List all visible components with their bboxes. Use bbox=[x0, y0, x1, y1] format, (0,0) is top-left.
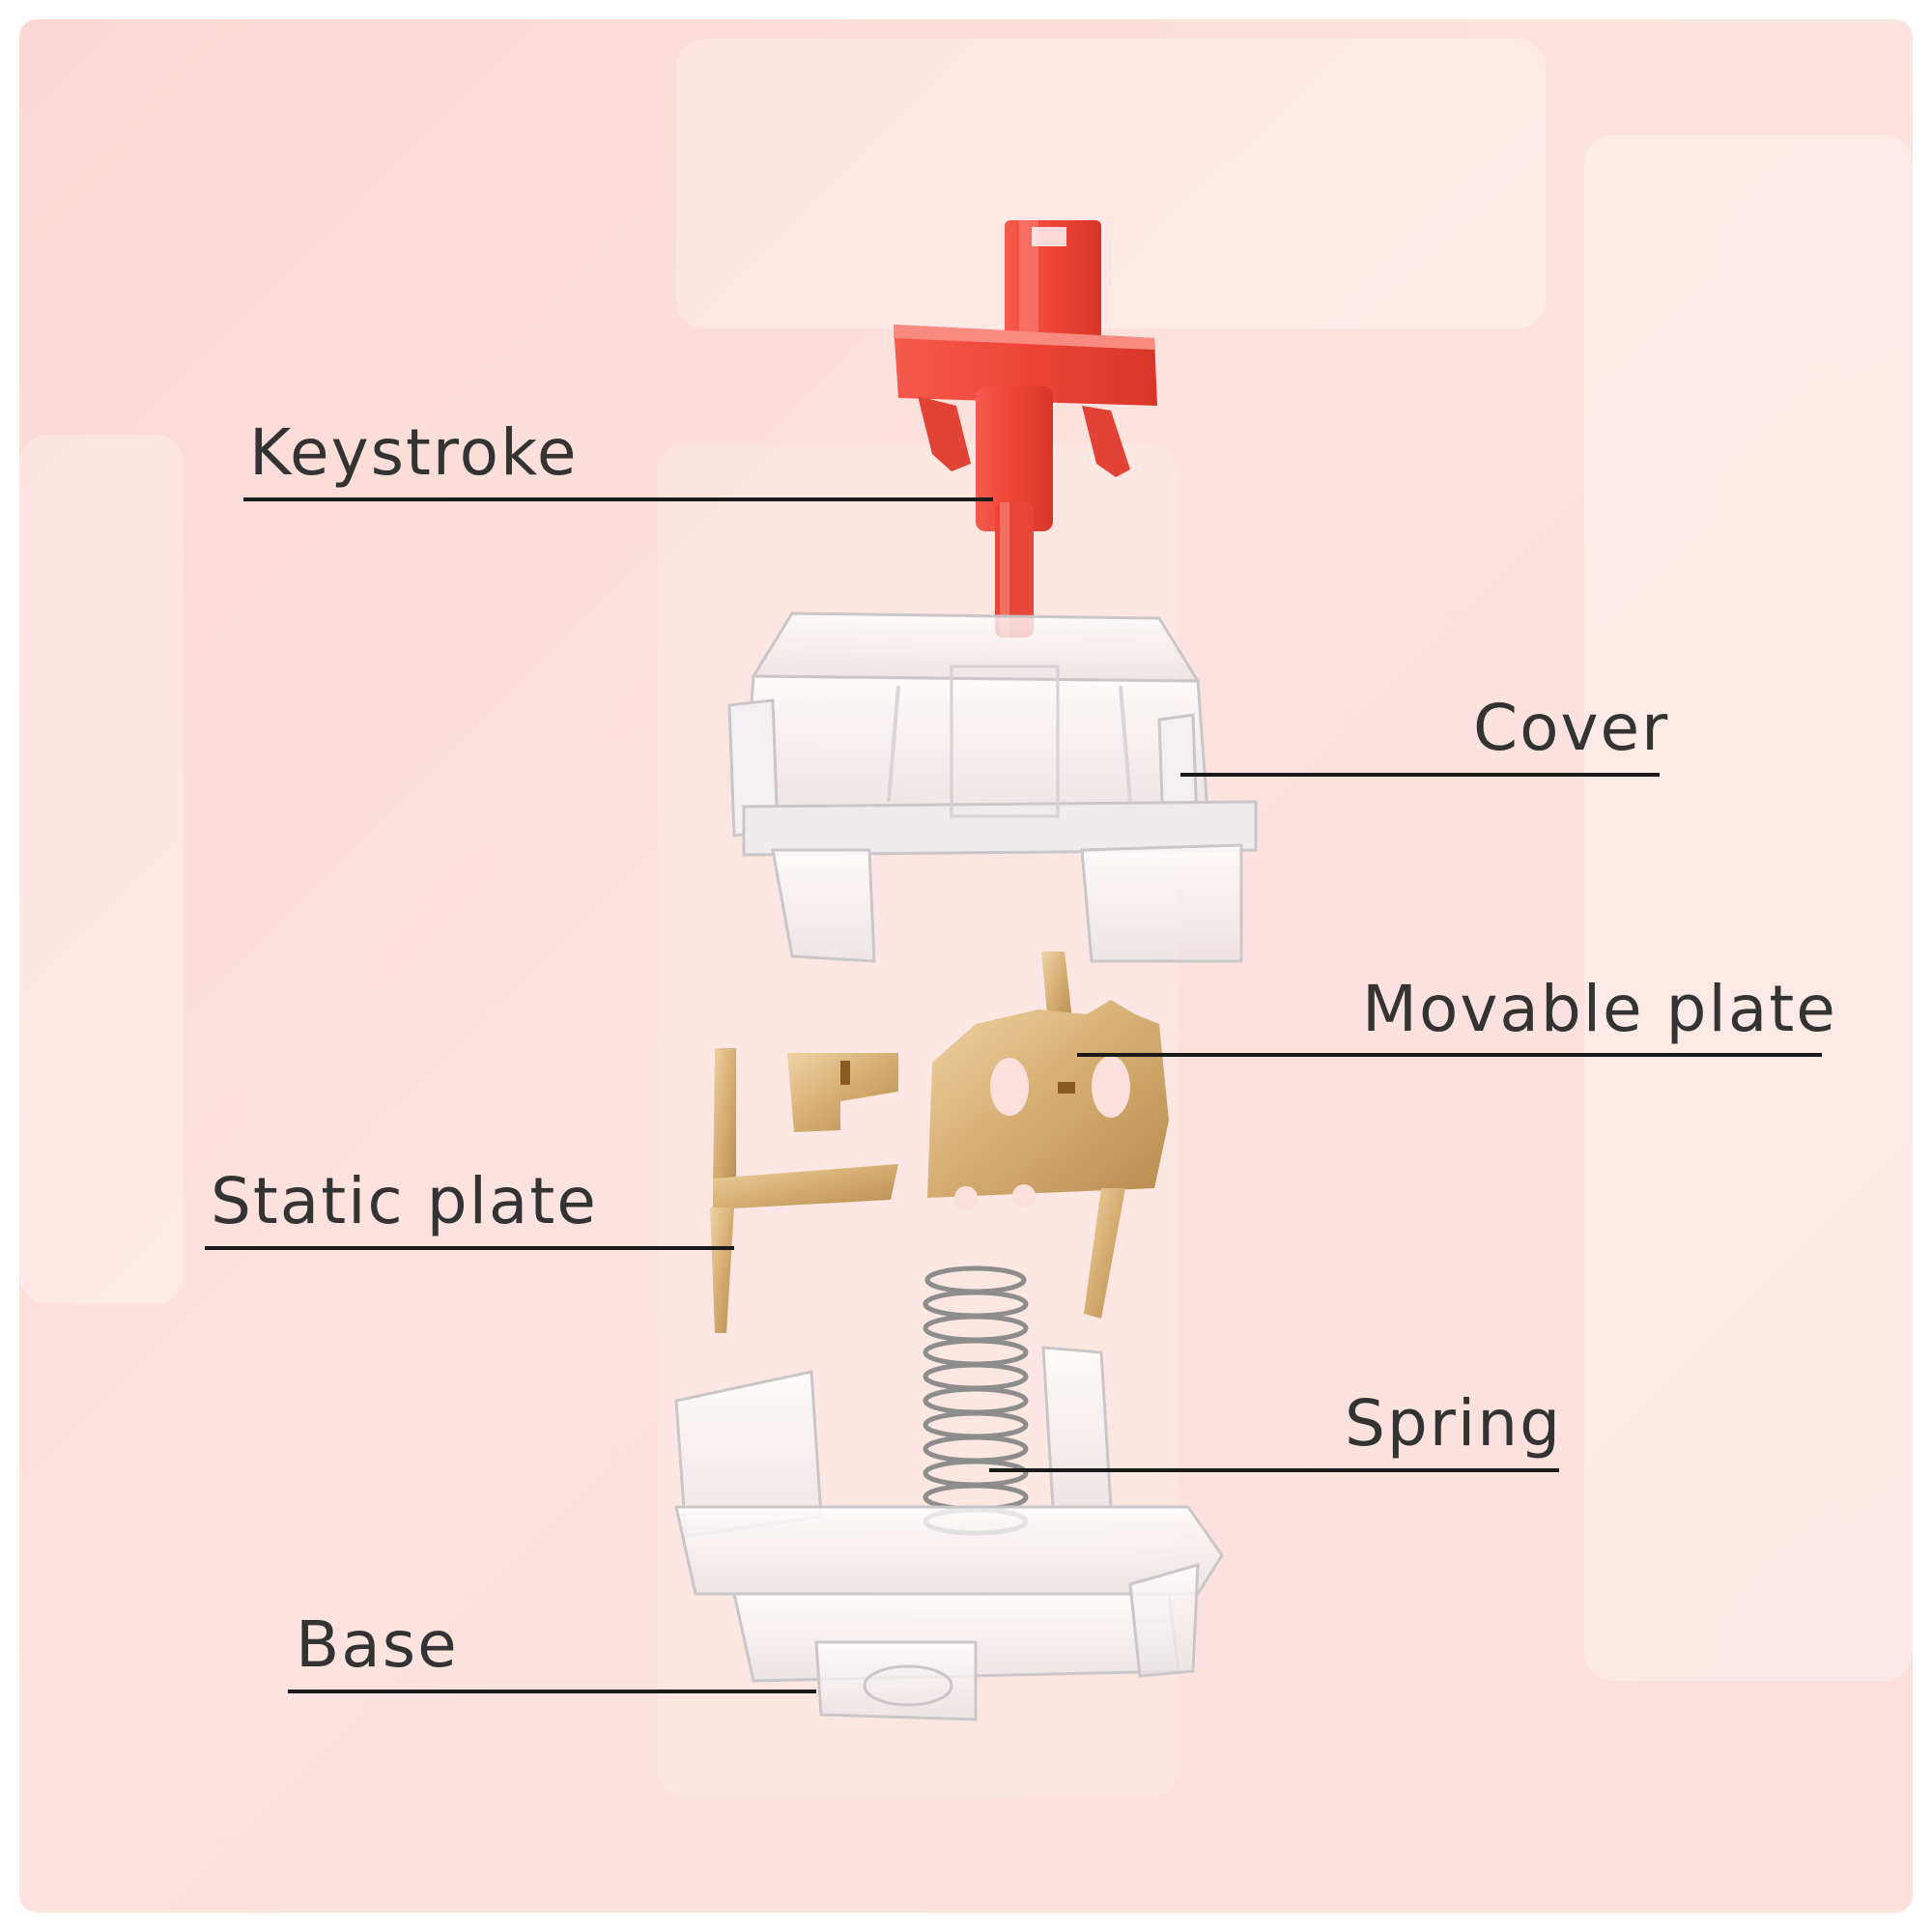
background-shape bbox=[19, 435, 184, 1304]
keystroke-stem bbox=[894, 220, 1157, 638]
base-housing bbox=[674, 1346, 1224, 1721]
label-keystroke: Keystroke bbox=[249, 415, 579, 490]
label-movable-plate: Movable plate bbox=[1362, 972, 1837, 1046]
spring bbox=[923, 1265, 1029, 1536]
label-cover: Cover bbox=[1473, 691, 1670, 765]
label-spring: Spring bbox=[1345, 1386, 1562, 1461]
static-plate bbox=[710, 1048, 898, 1333]
background-shape bbox=[676, 39, 1546, 328]
label-static-plate: Static plate bbox=[211, 1164, 598, 1238]
background-shape bbox=[1584, 135, 1913, 1681]
movable-plate bbox=[927, 952, 1169, 1319]
leader-lines bbox=[205, 497, 1822, 1693]
cover-housing bbox=[727, 611, 1258, 963]
label-base: Base bbox=[296, 1607, 459, 1682]
